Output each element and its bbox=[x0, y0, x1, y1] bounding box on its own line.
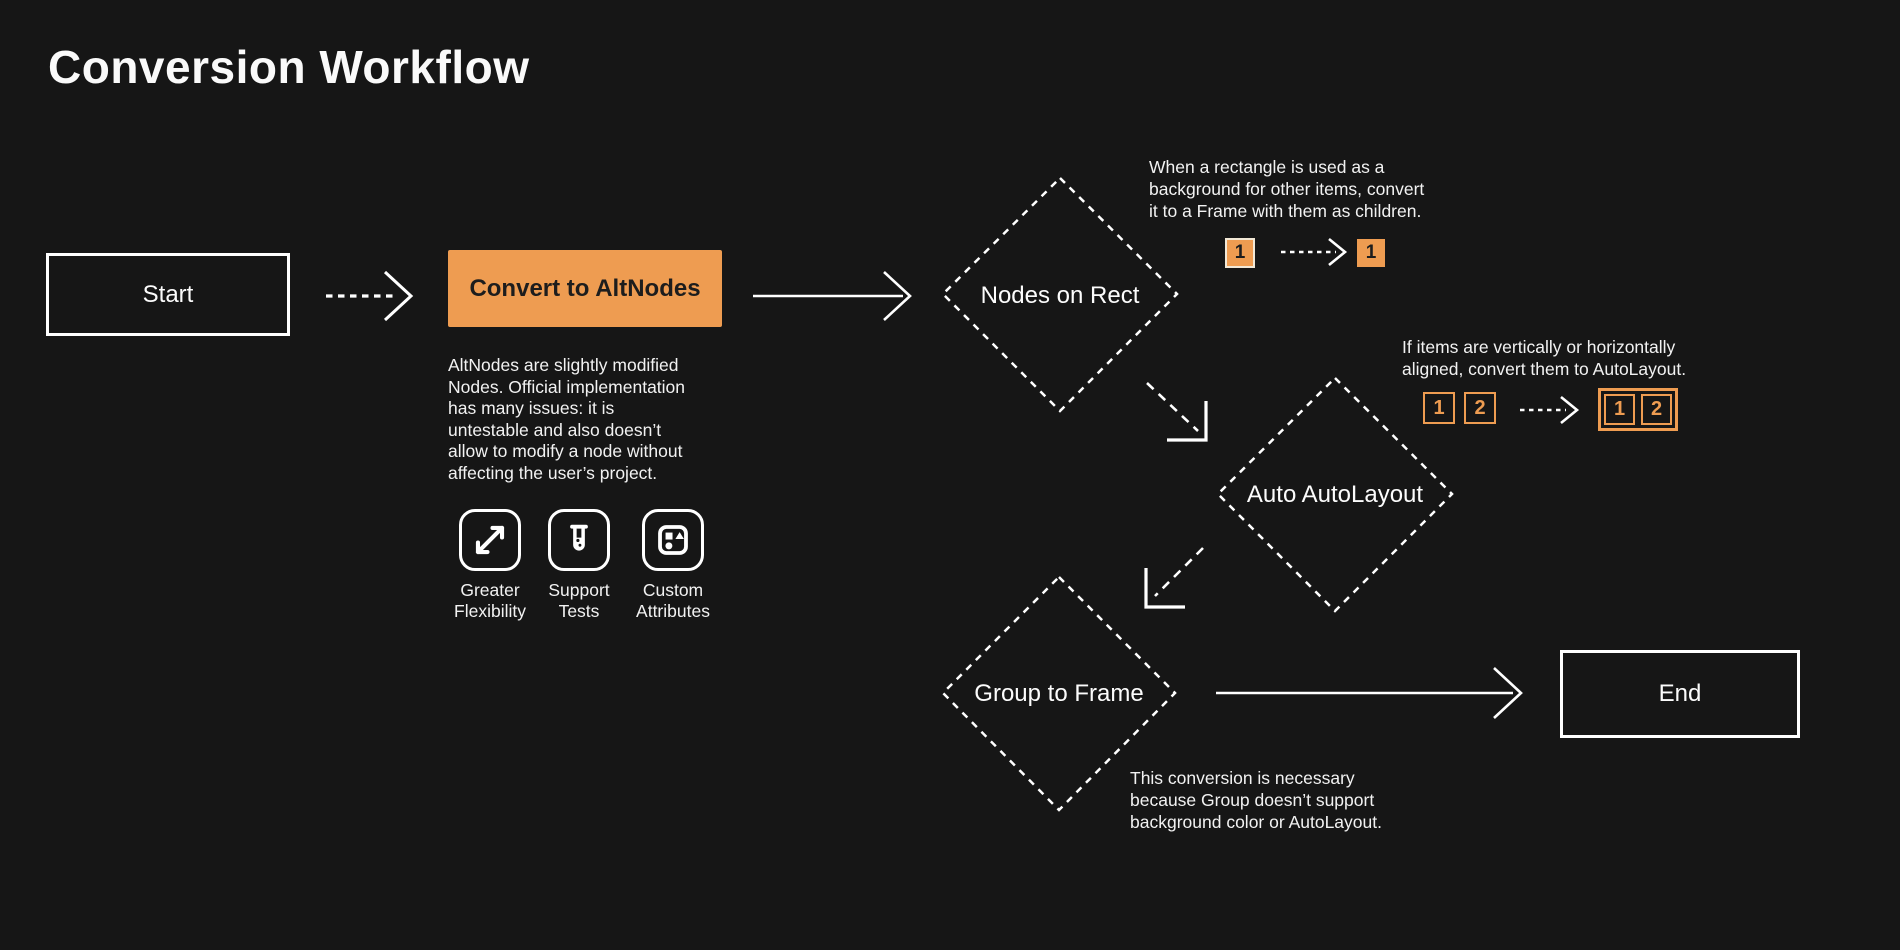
arrowhead-rect-example bbox=[1328, 237, 1348, 267]
test-tube-icon bbox=[548, 509, 610, 571]
feature-greater-flexibility: Greater Flexibility bbox=[444, 509, 536, 622]
diamond-nodes-on-rect bbox=[941, 176, 1179, 413]
feature-label: Custom Attributes bbox=[636, 580, 710, 621]
annotation-group-to-frame: This conversion is necessary because Gro… bbox=[1130, 768, 1382, 832]
diamond-group-to-frame bbox=[941, 575, 1177, 812]
arrowhead-start-to-convert bbox=[383, 270, 414, 322]
node-convert-label: Convert to AltNodes bbox=[469, 274, 701, 302]
annotation-autolayout: If items are vertically or horizontally … bbox=[1402, 337, 1687, 379]
diamond-auto-autolayout bbox=[1216, 376, 1454, 613]
autolayout-example-item-1: 1 bbox=[1423, 392, 1455, 424]
arrow-nodesonrect-to-autolayout bbox=[1146, 382, 1199, 432]
arrowhead-grouptoframe-to-end bbox=[1493, 667, 1523, 719]
node-nodes-on-rect-label: Nodes on Rect bbox=[980, 282, 1140, 309]
feature-custom-attributes: Custom Attributes bbox=[627, 509, 719, 622]
autolayout-example-container: 1 2 bbox=[1598, 388, 1678, 431]
node-auto-autolayout-label: Auto AutoLayout bbox=[1246, 481, 1424, 508]
autolayout-example-item-2: 2 bbox=[1464, 392, 1496, 424]
arrowhead-convert-to-nodesonrect bbox=[883, 271, 912, 321]
autolayout-example-grouped-item-1: 1 bbox=[1604, 394, 1635, 425]
node-start: Start bbox=[46, 253, 290, 336]
node-start-label: Start bbox=[142, 280, 194, 308]
arrowhead-autolayout-example bbox=[1560, 395, 1580, 425]
arrowhead-nodesonrect-to-autolayout bbox=[1167, 401, 1208, 442]
feature-label: Support Tests bbox=[548, 580, 610, 621]
feature-support-tests: Support Tests bbox=[533, 509, 625, 622]
node-end-label: End bbox=[1658, 680, 1702, 707]
shapes-icon bbox=[642, 509, 704, 571]
arrow-autolayout-to-grouptoframe bbox=[1154, 547, 1204, 597]
feature-label: Greater Flexibility bbox=[454, 580, 526, 621]
altnodes-note-text: AltNodes are slightly modified Nodes. Of… bbox=[448, 355, 686, 483]
arrowhead-autolayout-to-grouptoframe bbox=[1144, 568, 1185, 609]
frame-example-after-badge: 1 bbox=[1357, 239, 1385, 267]
annotation-rect-to-frame: When a rectangle is used as a background… bbox=[1149, 157, 1425, 221]
autolayout-example-grouped-item-2: 2 bbox=[1641, 394, 1672, 425]
node-end: End bbox=[1560, 650, 1800, 738]
rect-example-before-badge: 1 bbox=[1225, 238, 1255, 268]
node-group-to-frame-label: Group to Frame bbox=[974, 680, 1144, 707]
page-title: Conversion Workflow bbox=[48, 41, 530, 93]
node-convert-to-altnodes: Convert to AltNodes bbox=[448, 250, 722, 327]
expand-arrows-icon bbox=[459, 509, 521, 571]
